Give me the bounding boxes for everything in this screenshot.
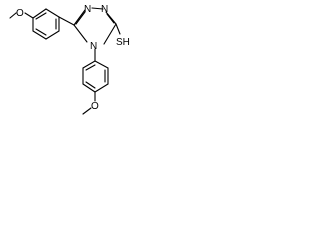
methyl-bond-bottom — [82, 107, 92, 115]
upper-ring-bond-5 — [45, 8, 60, 18]
aryl-triazole-bond-upper — [58, 16, 75, 26]
lower-ring-bond-1 — [82, 60, 96, 69]
structure-diagram: O N N N SH O — [0, 0, 154, 121]
triazole-inner-bond-c5-n1 — [75, 11, 86, 25]
lower-ring-inner-bond-1 — [85, 64, 96, 71]
nitrogen-label-n4: N — [90, 41, 97, 52]
upper-ring-bond-6 — [32, 8, 47, 19]
c-s-bond — [115, 23, 121, 35]
upper-ring-bond-2 — [32, 30, 47, 40]
nitrogen-label-n1: N — [84, 4, 91, 15]
methoxy-o-aryl-bond-top — [24, 12, 34, 19]
nitrogen-label-n2: N — [101, 4, 108, 15]
thiol-label: SH — [116, 37, 130, 48]
molecule-drawing: O N N N SH O — [9, 4, 130, 115]
lower-ring-bond-6 — [94, 60, 109, 69]
lower-ring-bond-3 — [82, 83, 96, 93]
methyl-bond-top — [9, 12, 17, 19]
triazole-bond-n1-n2 — [91, 7, 104, 10]
upper-ring-inner-bond-3 — [35, 12, 47, 20]
triazole-bond-c5-n4 — [73, 24, 88, 43]
lower-ring-bond-4 — [94, 83, 109, 93]
oxygen-label-top: O — [16, 8, 24, 19]
triazole-bond-c5-n1 — [73, 9, 86, 26]
upper-ring-bond-3 — [45, 30, 60, 40]
triazole-inner-bond-n2-c3 — [106, 13, 115, 24]
oxygen-label-bottom: O — [91, 101, 99, 112]
upper-ring-inner-bond-1 — [35, 28, 47, 36]
triazole-bond-c3-n4 — [103, 23, 117, 45]
lower-ring-inner-bond-2 — [85, 81, 96, 89]
